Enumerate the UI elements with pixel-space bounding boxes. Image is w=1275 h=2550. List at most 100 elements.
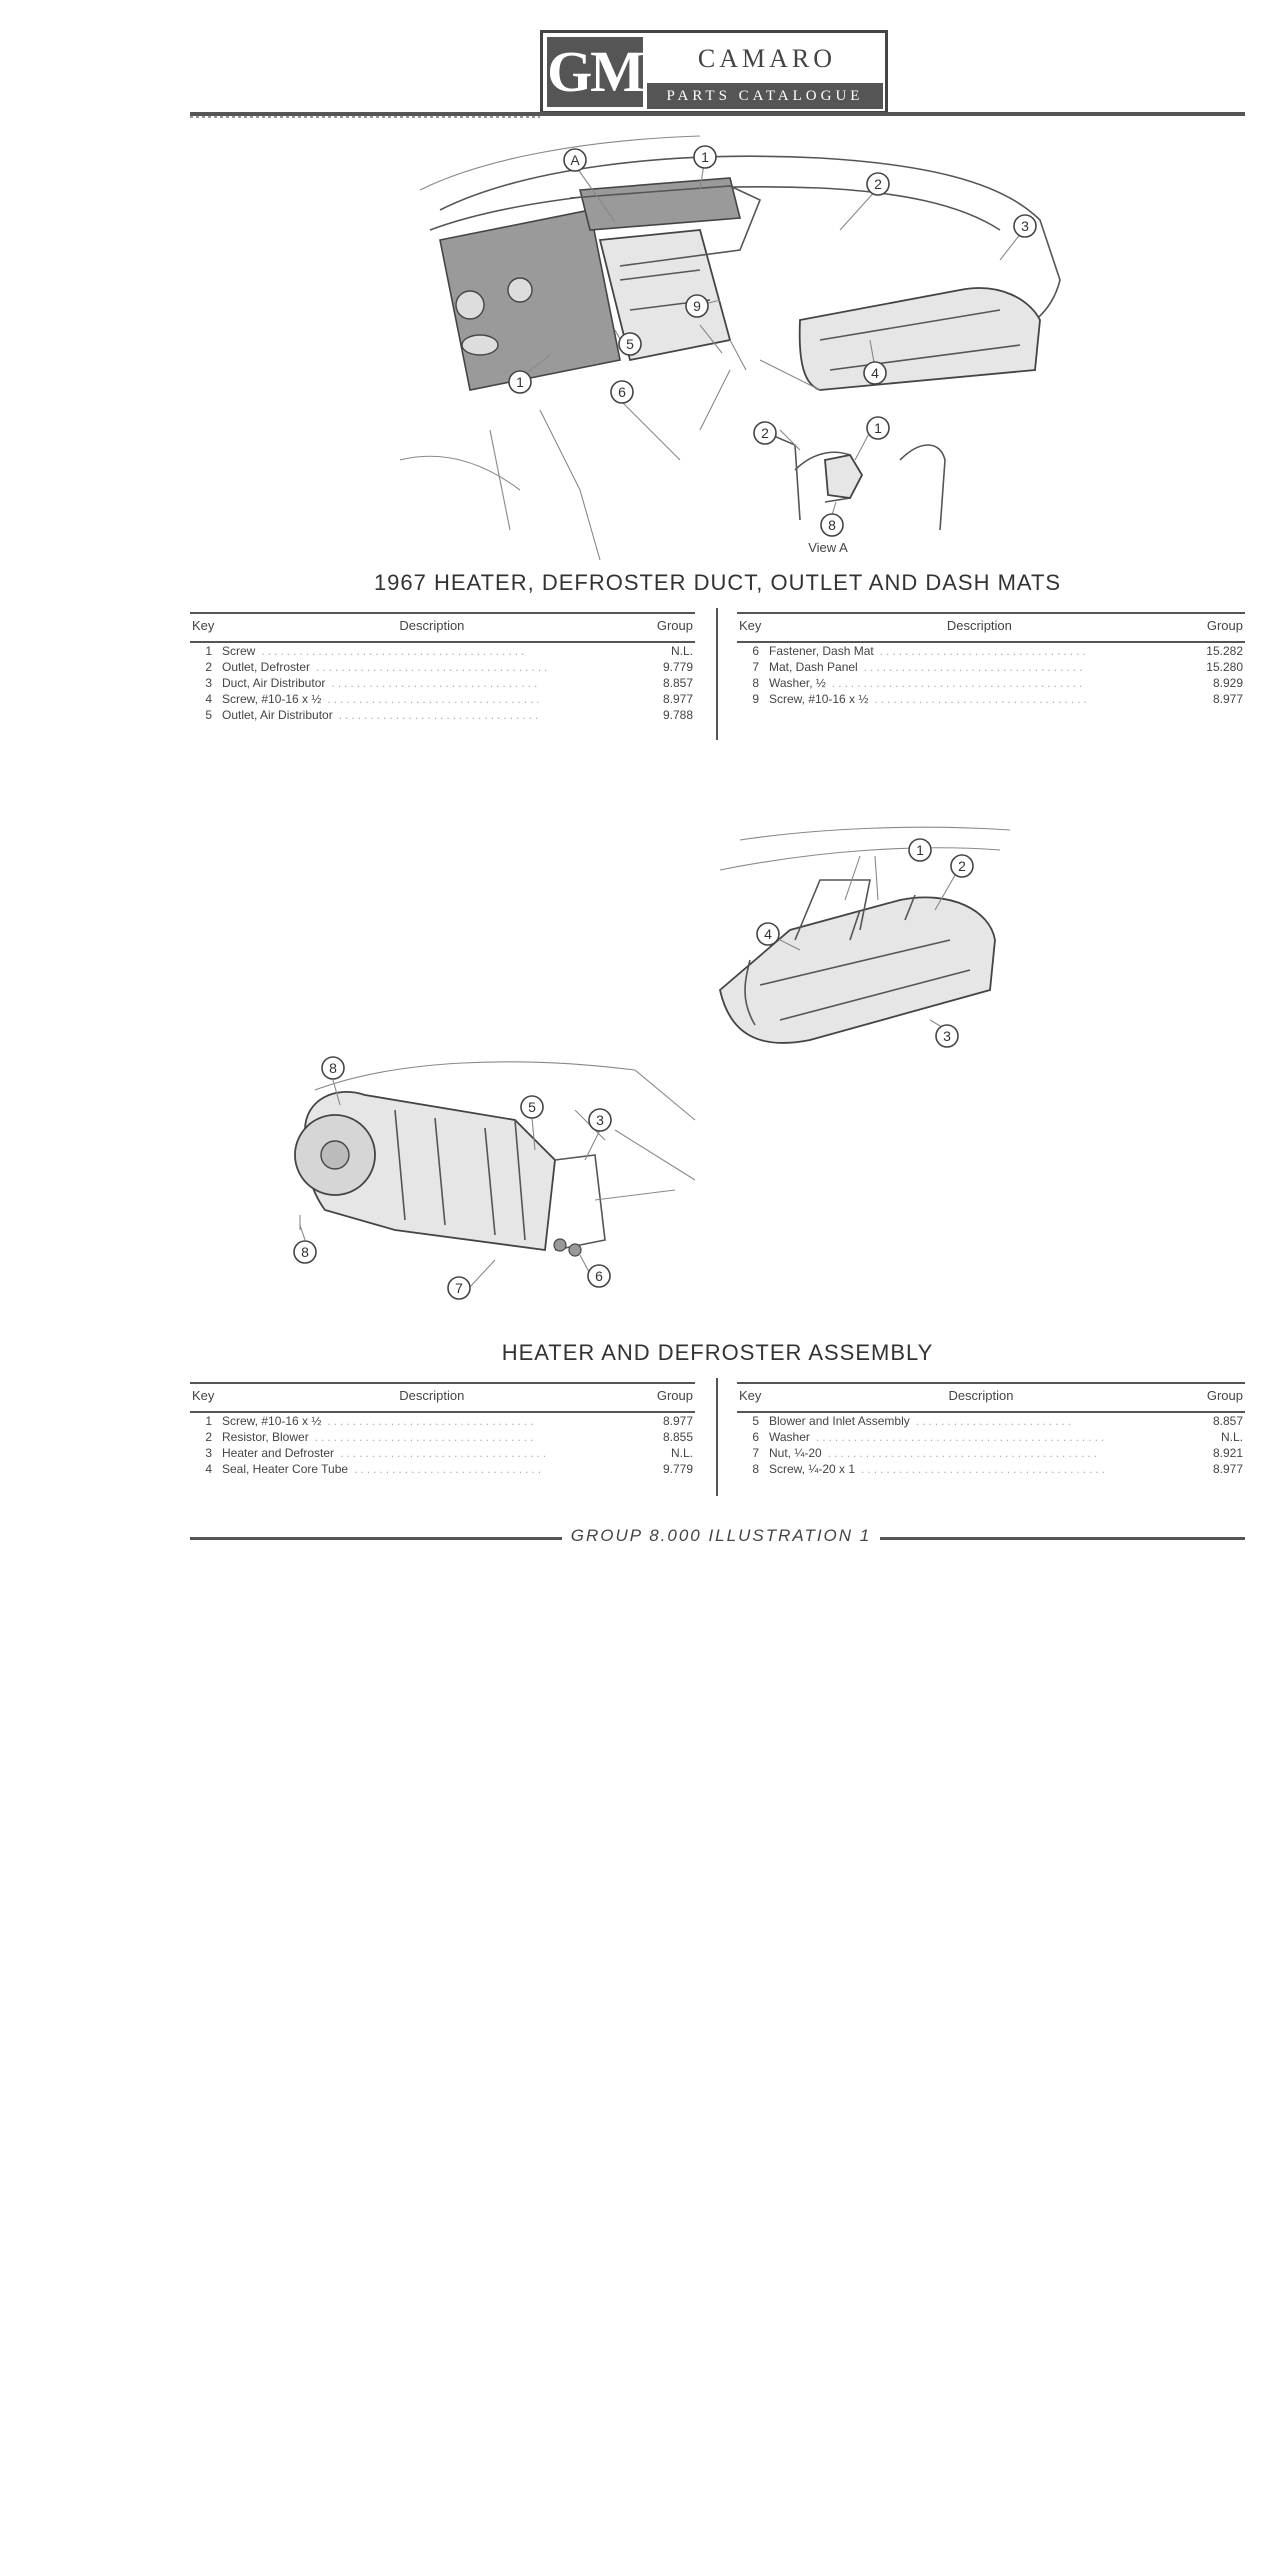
footer-rule-left bbox=[190, 1537, 562, 1540]
callout-circle bbox=[866, 172, 890, 196]
cell-key: 5 bbox=[205, 708, 212, 722]
col-description: Description bbox=[220, 612, 644, 643]
header-rule bbox=[190, 112, 1245, 116]
callout-circle bbox=[950, 854, 974, 878]
cell-group: 15.282 bbox=[1206, 644, 1243, 658]
callout-circle bbox=[908, 838, 932, 862]
cell-key: 6 bbox=[752, 1430, 759, 1444]
header-rule-dotted bbox=[190, 116, 540, 118]
cell-key: 3 bbox=[205, 1446, 212, 1460]
cell-group: 8.857 bbox=[1212, 1414, 1243, 1428]
col-key: Key bbox=[737, 1382, 767, 1413]
cell-group: 9.779 bbox=[662, 660, 693, 674]
table-row: 3 Heater and Defroster...................… bbox=[190, 1445, 695, 1461]
callout-number: 3 bbox=[1021, 218, 1029, 234]
cell-group: 8.857 bbox=[662, 676, 693, 690]
cell-key: 1 bbox=[205, 1414, 212, 1428]
section-title-heater: HEATER AND DEFROSTER ASSEMBLY bbox=[501, 1340, 934, 1365]
callout-circle bbox=[693, 145, 717, 169]
callout-group: A 1 2 3 9 5 1 6 4 bbox=[508, 145, 1037, 404]
cell-desc: Washer, ½...............................… bbox=[769, 676, 1086, 690]
callout-number: 3 bbox=[596, 1112, 604, 1128]
col-key: Key bbox=[190, 612, 220, 643]
catalogue-logo: GM CAMARO PARTS CATALOGUE bbox=[540, 30, 888, 114]
table-divider bbox=[716, 1378, 718, 1496]
callout-number: 8 bbox=[828, 517, 836, 533]
table-row: 8 Screw, ¼-20 x 1........................… bbox=[737, 1461, 1245, 1477]
cell-group: 8.977 bbox=[1212, 692, 1243, 706]
cell-desc: Outlet, Air Distributor.................… bbox=[222, 708, 542, 722]
cell-key: 7 bbox=[752, 1446, 759, 1460]
cell-desc: Screw, ¼-20 x 1.........................… bbox=[769, 1462, 1109, 1476]
cell-desc: Screw, #10-16 x ½.......................… bbox=[222, 692, 543, 706]
col-description: Description bbox=[767, 1382, 1195, 1413]
air-distributor-diagram: 1 2 4 3 bbox=[719, 826, 1011, 1048]
callout-number: A bbox=[570, 152, 580, 168]
cell-group: 9.788 bbox=[662, 708, 693, 722]
col-group: Group bbox=[643, 1382, 695, 1413]
callout-number: 1 bbox=[874, 420, 882, 436]
callout-number: 1 bbox=[701, 149, 709, 165]
callout-number: 5 bbox=[626, 336, 634, 352]
callout-circle bbox=[756, 922, 780, 946]
callout-circle bbox=[618, 332, 642, 356]
cell-group: N.L. bbox=[670, 1446, 693, 1460]
callout-circle bbox=[1013, 214, 1037, 238]
cell-desc: Duct, Air Distributor...................… bbox=[222, 676, 541, 690]
callout-circle bbox=[520, 1095, 544, 1119]
callout-circle bbox=[587, 1264, 611, 1288]
callout-number: 9 bbox=[693, 298, 701, 314]
col-group: Group bbox=[1191, 612, 1245, 643]
cell-group: N.L. bbox=[670, 644, 693, 658]
col-description: Description bbox=[767, 612, 1192, 643]
cell-desc: Outlet, Defroster.......................… bbox=[222, 660, 551, 674]
callout-number: 1 bbox=[516, 374, 524, 390]
cell-desc: Heater and Defroster....................… bbox=[222, 1446, 550, 1460]
cell-desc: Seal, Heater Core Tube..................… bbox=[222, 1462, 545, 1476]
callout-number: 7 bbox=[455, 1280, 463, 1296]
cell-desc: Screw, #10-16 x ½.......................… bbox=[769, 692, 1090, 706]
cell-group: 8.977 bbox=[662, 1414, 693, 1428]
cell-desc: Fastener, Dash Mat......................… bbox=[769, 644, 1089, 658]
heater-assembly-diagram: 8 5 3 8 7 6 bbox=[293, 1056, 696, 1300]
dash-defroster-diagram: A 1 2 3 9 5 1 6 4 2 1 8 View A bbox=[400, 135, 1061, 560]
cell-key: 8 bbox=[752, 1462, 759, 1476]
callout-number: 5 bbox=[528, 1099, 536, 1115]
callout-circle bbox=[321, 1056, 345, 1080]
cell-key: 7 bbox=[752, 660, 759, 674]
cell-desc: Screw...................................… bbox=[222, 644, 528, 658]
callout-circle bbox=[447, 1276, 471, 1300]
cell-group: 8.921 bbox=[1212, 1446, 1243, 1460]
callout-number: 6 bbox=[618, 384, 626, 400]
model-name: CAMARO bbox=[697, 44, 837, 73]
cell-key: 1 bbox=[205, 644, 212, 658]
callout-circle bbox=[753, 421, 777, 445]
cell-group: 8.977 bbox=[662, 692, 693, 706]
section-title-dash: 1967 HEATER, DEFROSTER DUCT, OUTLET AND … bbox=[373, 570, 1062, 595]
callout-circle bbox=[610, 380, 634, 404]
col-group: Group bbox=[1194, 1382, 1245, 1413]
callout-number: 3 bbox=[943, 1028, 951, 1044]
callout-number: 2 bbox=[761, 425, 769, 441]
cell-key: 3 bbox=[205, 676, 212, 690]
callout-number: 4 bbox=[871, 365, 879, 381]
callout-number: 4 bbox=[764, 926, 772, 942]
cell-group: 15.280 bbox=[1206, 660, 1243, 674]
view-a-caption: View A bbox=[808, 540, 848, 555]
callout-circle bbox=[293, 1240, 317, 1264]
callout-number: 2 bbox=[874, 176, 882, 192]
